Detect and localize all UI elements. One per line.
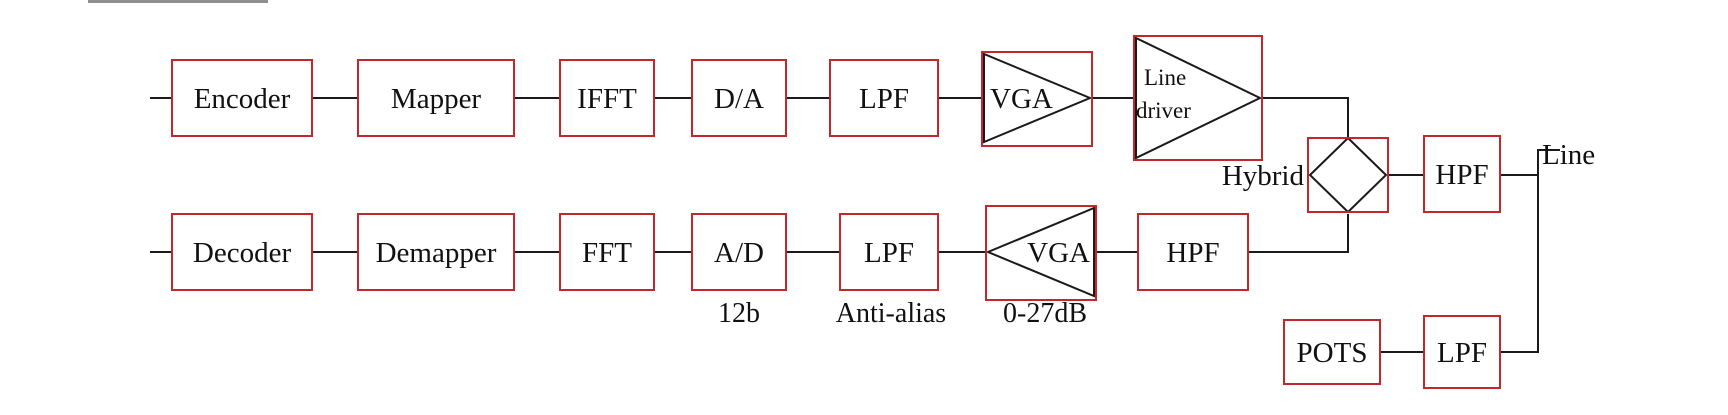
cropped-header-fragment bbox=[88, 0, 268, 3]
anti-alias-annotation: Anti-alias bbox=[836, 298, 946, 329]
ad-converter-block: A/D bbox=[691, 213, 787, 291]
da-label: D/A bbox=[714, 83, 764, 115]
encoder-block: Encoder bbox=[171, 59, 313, 137]
hybrid-label: Hybrid bbox=[1222, 160, 1305, 192]
line-hpf-block: HPF bbox=[1423, 135, 1501, 213]
line-driver-amplifier: Line driver bbox=[1133, 35, 1263, 161]
tx-lpf-label: LPF bbox=[859, 83, 909, 115]
rx-hpf-block: HPF bbox=[1137, 213, 1249, 291]
connection-wires bbox=[150, 97, 1560, 353]
line-driver-label-line2: driver bbox=[1136, 98, 1191, 123]
rx-lpf-label: LPF bbox=[864, 237, 914, 269]
ifft-block: IFFT bbox=[559, 59, 655, 137]
decoder-block: Decoder bbox=[171, 213, 313, 291]
demapper-block: Demapper bbox=[357, 213, 515, 291]
tx-lpf-block: LPF bbox=[829, 59, 939, 137]
fft-block: FFT bbox=[559, 213, 655, 291]
pots-lpf-label: LPF bbox=[1437, 337, 1487, 369]
pots-block: POTS bbox=[1283, 319, 1381, 385]
ad-label: A/D bbox=[714, 237, 764, 269]
pots-lpf-block: LPF bbox=[1423, 315, 1501, 389]
hybrid-block: Hybrid bbox=[1222, 136, 1389, 214]
tx-vga-label: VGA bbox=[990, 83, 1053, 115]
rx-hpf-label: HPF bbox=[1166, 237, 1219, 269]
ad-bits-annotation: 12b bbox=[718, 298, 760, 329]
encoder-label: Encoder bbox=[194, 83, 291, 115]
tx-vga-amplifier: VGA bbox=[981, 51, 1093, 147]
fft-label: FFT bbox=[582, 237, 632, 269]
line-label: Line bbox=[1542, 139, 1595, 171]
line-driver-label-line1: Line bbox=[1144, 65, 1186, 90]
rx-lpf-block: LPF bbox=[839, 213, 939, 291]
rx-vga-amplifier: VGA bbox=[985, 205, 1097, 301]
line-hpf-label: HPF bbox=[1435, 159, 1488, 191]
rx-vga-label: VGA bbox=[1027, 237, 1090, 269]
da-converter-block: D/A bbox=[691, 59, 787, 137]
mapper-label: Mapper bbox=[391, 83, 482, 115]
vga-gain-range-annotation: 0-27dB bbox=[1003, 298, 1087, 329]
ifft-label: IFFT bbox=[577, 83, 637, 115]
pots-label: POTS bbox=[1297, 337, 1368, 369]
decoder-label: Decoder bbox=[193, 237, 292, 269]
demapper-label: Demapper bbox=[376, 237, 497, 269]
mapper-block: Mapper bbox=[357, 59, 515, 137]
